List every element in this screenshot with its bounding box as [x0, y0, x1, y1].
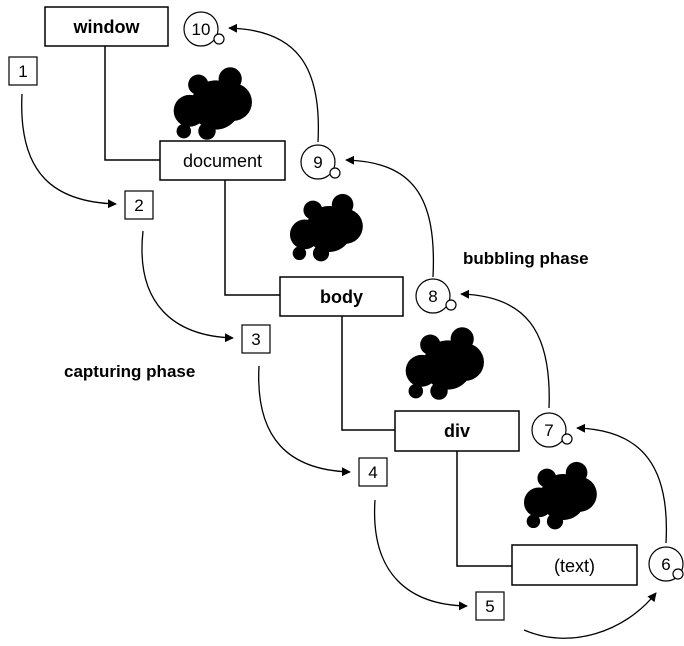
capturing-arrow-3-4	[258, 365, 351, 477]
node-window-label: window	[73, 17, 141, 37]
bubbling-step-6-number: 6	[661, 555, 670, 574]
connector-window-document	[104, 46, 160, 161]
capturing-step-1-number: 1	[18, 62, 27, 81]
bubble-cluster-icon	[405, 327, 484, 400]
bubbling-phase-label: bubbling phase	[463, 249, 589, 268]
bubbling-step-8-number: 8	[428, 287, 437, 306]
bubbling-step-7-number: 7	[544, 421, 553, 440]
capturing-phase-label: capturing phase	[64, 362, 195, 381]
bubbling-step-10-number: 10	[192, 20, 211, 39]
capturing-arrow-1-2	[21, 93, 117, 209]
tree-connectors	[104, 46, 512, 567]
capturing-step-4-number: 4	[368, 463, 377, 482]
bubbling-arrow-5-6	[523, 592, 657, 639]
bubbling-step-9-number: 9	[313, 153, 322, 172]
capturing-step-2: 2	[124, 190, 154, 220]
bubble-cluster-icon	[289, 193, 363, 262]
bubble-cluster-icon	[173, 67, 252, 140]
node-text-label: (text)	[554, 556, 595, 576]
capturing-step-3: 3	[241, 324, 271, 354]
node-div: div	[394, 410, 520, 452]
bubbling-step-6: 6	[648, 546, 684, 582]
bubbling-arrow-7-8	[460, 289, 550, 409]
bubbling-step-9: 9	[300, 144, 341, 180]
bubbling-arrows	[228, 23, 668, 639]
capturing-step-5: 5	[475, 591, 505, 621]
capturing-arrows	[21, 93, 468, 611]
bubbling-step-7: 7	[531, 412, 573, 448]
node-window: window	[44, 6, 169, 47]
capturing-step-1: 1	[8, 56, 38, 86]
node-div-label: div	[444, 421, 470, 441]
node-body: body	[279, 276, 404, 317]
bubbling-arrow-9-10	[228, 23, 320, 143]
connector-div-text	[456, 451, 512, 567]
node-document-label: document	[183, 151, 262, 171]
capturing-step-4: 4	[358, 457, 388, 487]
capturing-step-5-number: 5	[485, 597, 494, 616]
capturing-step-3-number: 3	[251, 330, 260, 349]
bubbling-step-8: 8	[415, 278, 457, 314]
capturing-arrow-2-3	[141, 230, 234, 343]
node-body-label: body	[320, 287, 363, 307]
capturing-arrow-4-5	[373, 499, 468, 611]
bubbling-arrow-6-7	[576, 423, 668, 544]
node-document: document	[159, 140, 286, 181]
connector-body-div	[341, 316, 395, 431]
bubbling-arrow-8-9	[345, 155, 435, 278]
bubble-cluster-icon	[523, 461, 597, 530]
node-text: (text)	[511, 544, 638, 586]
connector-document-body	[224, 175, 280, 296]
bubbling-step-10: 10	[183, 11, 225, 47]
capturing-step-2-number: 2	[134, 196, 143, 215]
